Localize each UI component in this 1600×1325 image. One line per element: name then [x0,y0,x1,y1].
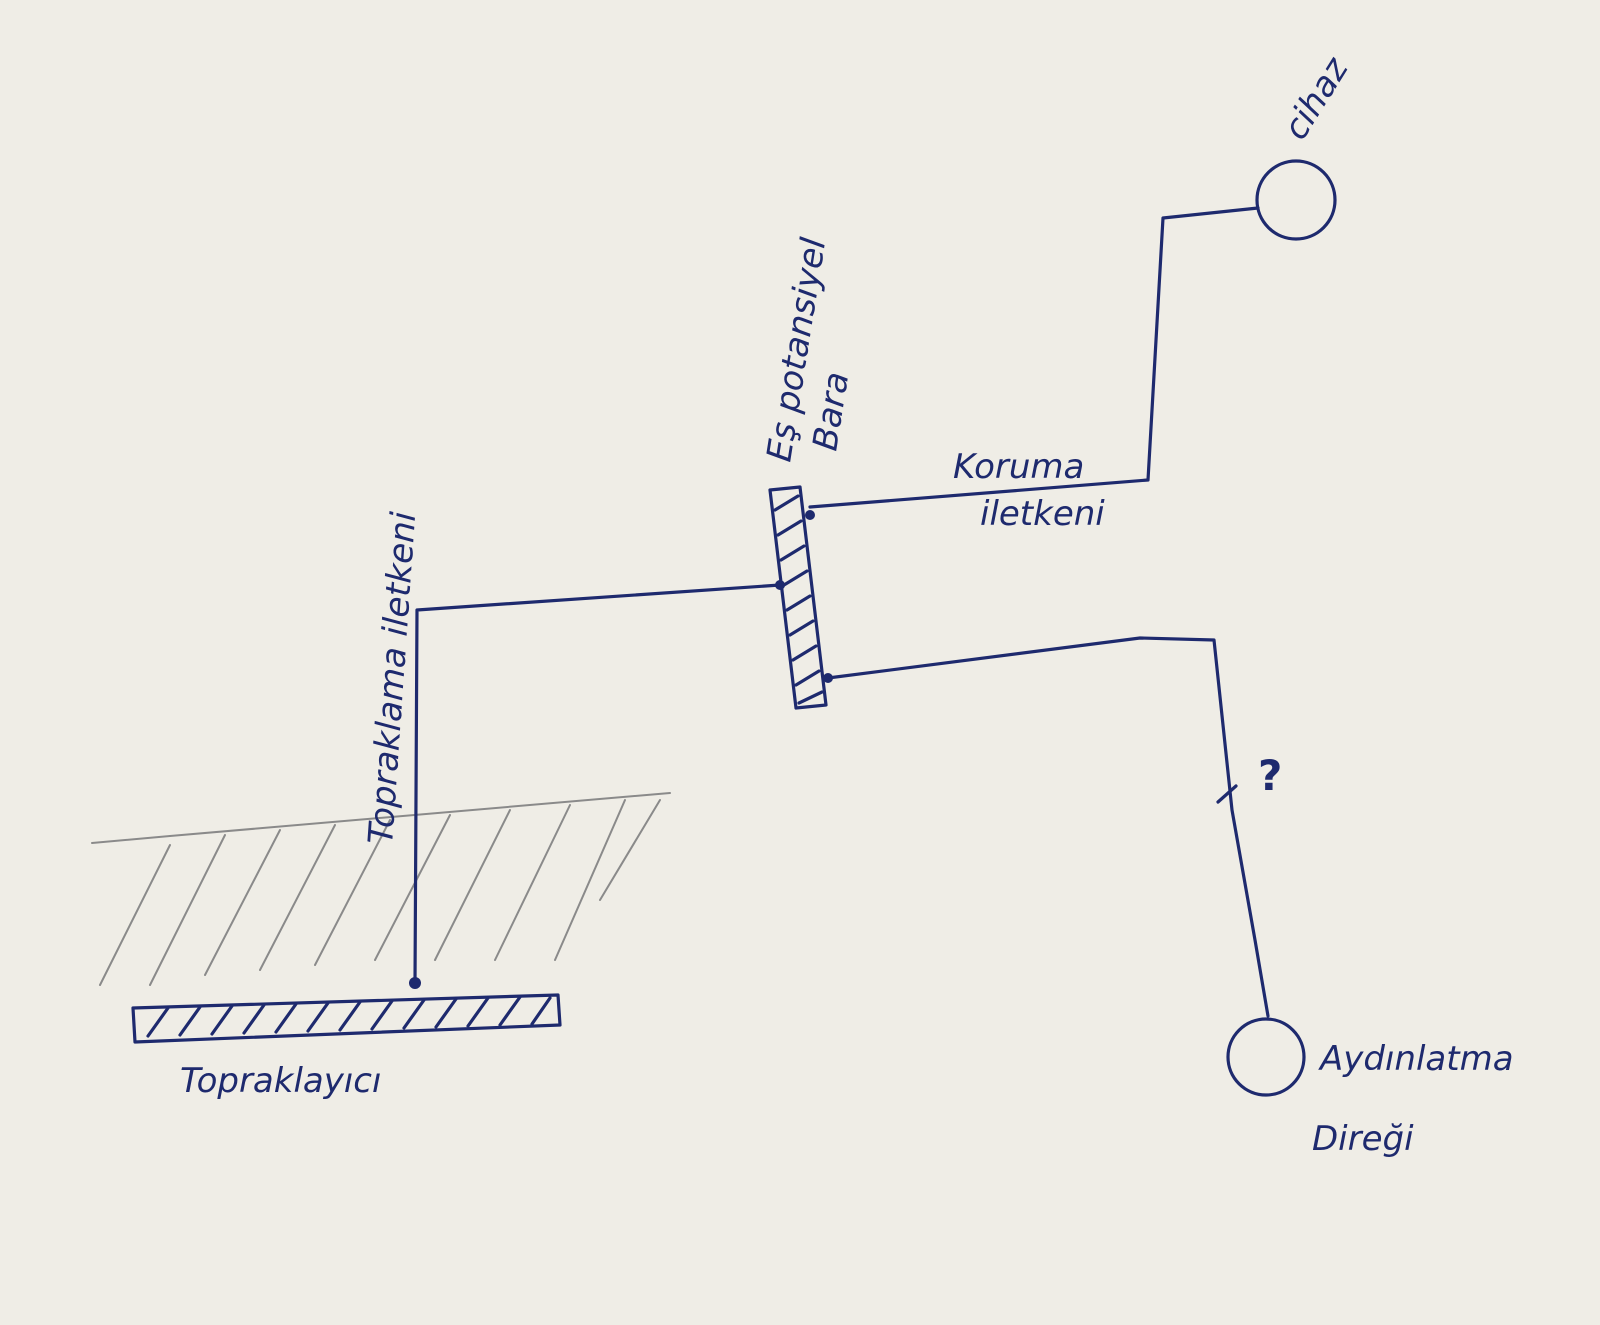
ground-surface-line [91,835,171,844]
grounding-electrode [131,977,562,1044]
lighting-pole-wire [826,636,1270,1018]
unknown-link-question-mark: ? [1258,751,1282,800]
busbar-terminal-dot [775,580,785,590]
protection-conductor-label-line2: iletkeni [980,494,1105,534]
grounding-electrode-hatching [146,995,552,1038]
grounding-electrode-label: Topraklayıcı [180,1061,381,1101]
busbar-terminal-dot [805,510,815,520]
ground-surface-line [169,792,671,837]
lighting-pole-label-line2: Direği [1312,1119,1414,1159]
grounding-conductor-wire [413,583,782,985]
protection-conductor-label-line1: Koruma [953,447,1084,487]
ground-hatching [99,799,661,986]
busbar-label-line2: Bara [805,369,857,453]
ground-area [91,792,671,986]
busbar-hatching [773,494,824,705]
device-node [1255,159,1337,241]
grounding-electrode-bar [131,993,562,1044]
unknown-link-tick [1216,784,1238,804]
protection-conductor-wire [808,206,1260,509]
device-label: cihaz [1276,50,1357,147]
lighting-pole-label-line1: Aydınlatma [1318,1039,1514,1079]
equipotential-busbar [768,485,833,710]
lighting-pole-node [1226,1017,1306,1097]
busbar-body [768,485,828,710]
